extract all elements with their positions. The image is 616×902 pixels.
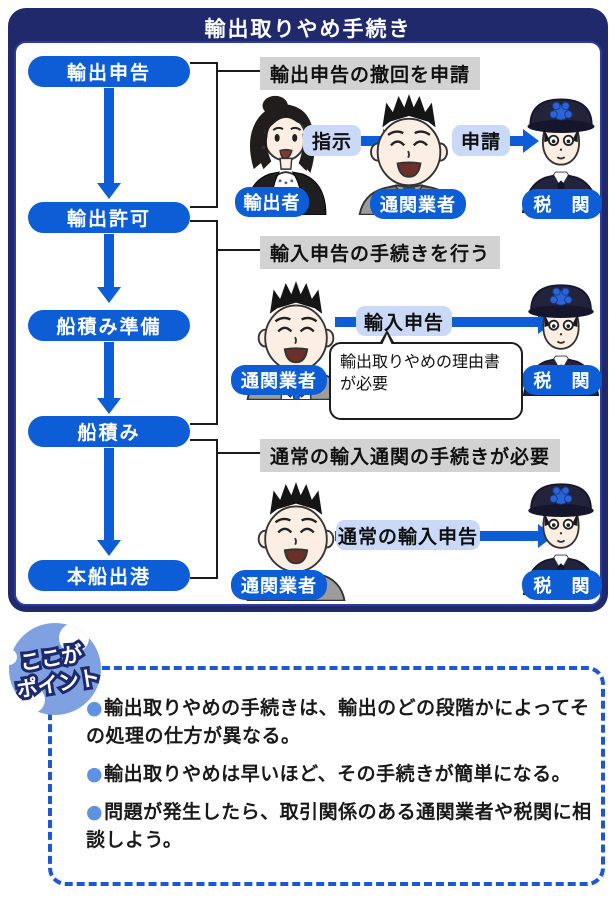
point-item: ●問題が発生したら、取引関係のある通関業者や税関に相 談しよう。 [86,798,596,854]
chip-normal-import-declaration: 通常の輸入申告 [336,520,480,550]
tag-exporter: 輸出者 [235,187,309,217]
bracket-branch-line [216,249,262,251]
point-text: 輸出取りやめの手続きは、輸出のどの段階かによってそ [104,697,590,719]
step-vessel-departure: 本船出港 [28,560,190,591]
bracket-line [190,577,218,579]
bracket-line [190,220,218,222]
bubble-line: 輸出取りやめの理由書 [340,352,501,371]
point-badge-text: ここが ポイント [12,639,101,705]
point-text: 談しよう。 [86,829,183,851]
note-withdraw-export-declaration: 輸出申告の撤回を申請 [260,57,481,90]
note-normal-import-clearance: 通常の輸入通関の手続きが必要 [260,439,561,472]
point-item: ●輸出取りやめの手続きは、輸出のどの段階かによってそ の処理の仕方が異なる。 [86,694,596,750]
points-box [48,666,605,886]
step-shipping: 船積み [28,416,190,447]
chip-instruction: 指示 [303,125,361,156]
tag-customs-broker: 通関業者 [231,365,327,395]
bracket-line [216,62,218,208]
badge-dot [19,687,45,713]
bracket-line [190,62,218,64]
bullet-icon: ● [86,801,104,823]
badge-dot [9,649,17,665]
step-export-permit: 輸出許可 [28,202,190,233]
tag-customs-broker: 通関業者 [370,189,466,219]
down-arrow-icon [97,342,121,414]
bullet-icon: ● [86,697,104,719]
bracket-line [216,220,218,425]
bullet-icon: ● [86,763,104,785]
down-arrow-icon [97,88,121,199]
tag-customs: 税 関 [522,570,602,600]
point-text: の処理の仕方が異なる。 [86,725,301,747]
bubble-line: が必要 [340,374,389,393]
down-arrow-icon [97,234,121,303]
point-text: 輸出取りやめは早いほど、その手続きが簡単になる。 [104,763,572,785]
tag-customs-broker: 通関業者 [231,570,327,600]
tag-customs: 税 関 [522,365,602,395]
step-export-declaration: 輸出申告 [28,56,190,87]
bracket-line [190,439,218,441]
tag-customs: 税 関 [522,189,602,219]
reason-document-speech-bubble: 輸出取りやめの理由書 が必要 [329,330,523,420]
badge-dot [59,623,89,653]
flowchart-title: 輸出取りやめ手続き [204,17,412,41]
point-item: ●輸出取りやめは早いほど、その手続きが簡単になる。 [86,760,596,788]
step-shipping-preparation: 船積み準備 [28,310,190,341]
bracket-line [190,206,218,208]
bracket-line [190,423,218,425]
bracket-branch-line [216,70,262,72]
point-badge: ここが ポイント [9,623,101,715]
bracket-line [216,439,218,579]
chip-import-declaration: 輸入申告 [356,306,452,336]
bracket-branch-line [216,452,262,454]
down-arrow-icon [97,448,121,556]
note-import-declaration-procedure: 輸入申告の手続きを行う [260,236,501,269]
point-text: 問題が発生したら、取引関係のある通関業者や税関に相 [104,801,592,823]
chip-application: 申請 [452,125,510,156]
